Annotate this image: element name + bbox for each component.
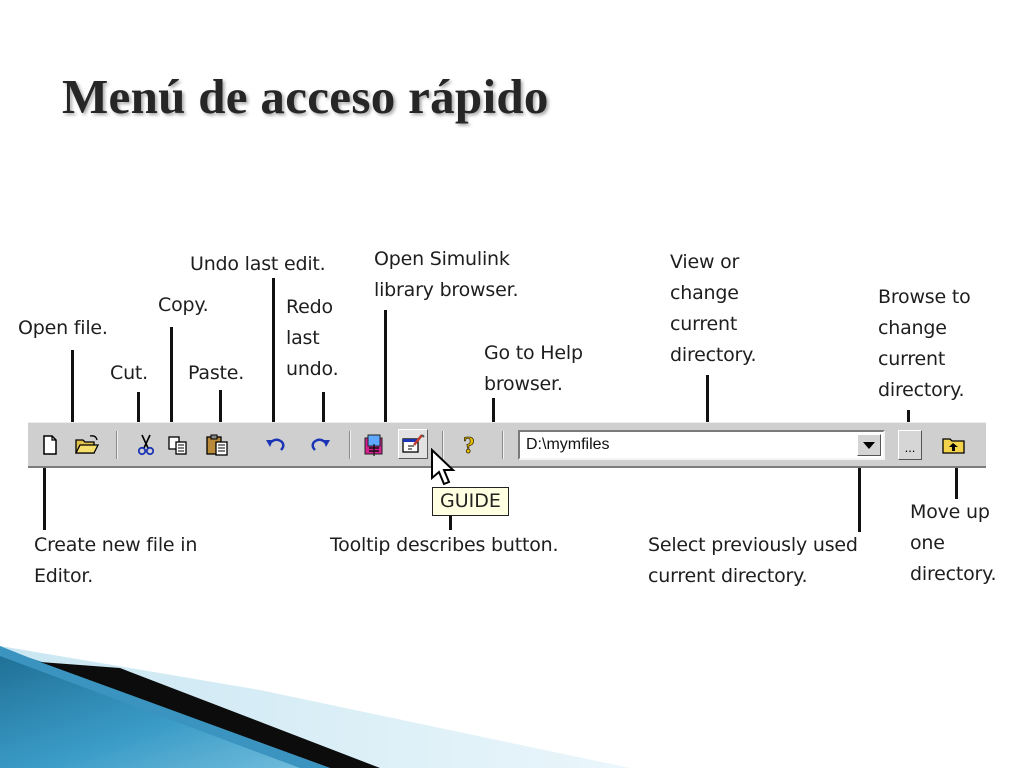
directory-dropdown-button[interactable] [857, 434, 881, 456]
guide-tooltip: GUIDE [432, 487, 509, 516]
matlab-toolbar: ? D:\mymfiles ... [28, 422, 986, 468]
mouse-pointer-icon [431, 448, 456, 486]
leader-open-file [67, 350, 77, 440]
annotation-simulink: Open Simulink library browser. [374, 248, 519, 301]
leader-select-previous [854, 456, 864, 532]
scissors-icon [137, 434, 155, 456]
new-file-button[interactable] [36, 431, 64, 459]
annotation-move-up: Move up one directory. [910, 501, 997, 585]
leader-undo [268, 278, 278, 440]
toolbar-separator [442, 431, 444, 459]
help-button[interactable]: ? [456, 431, 484, 459]
up-directory-button[interactable] [940, 431, 968, 459]
toolbar-separator [349, 431, 351, 459]
current-directory-value[interactable]: D:\mymfiles [526, 436, 610, 453]
current-directory-combobox[interactable]: D:\mymfiles [518, 430, 885, 460]
toolbar-separator [116, 431, 118, 459]
toolbar-separator [502, 431, 504, 459]
copy-button[interactable] [164, 431, 192, 459]
redo-button[interactable] [306, 431, 334, 459]
leader-copy [166, 327, 176, 440]
undo-button[interactable] [262, 431, 290, 459]
annotation-undo: Undo last edit. [190, 253, 326, 275]
slide-title: Menú de acceso rápido [62, 69, 549, 124]
leader-simulink [380, 310, 390, 440]
new-file-icon [43, 435, 57, 455]
copy-icon [168, 436, 187, 455]
leader-new-file [39, 456, 49, 530]
annotation-help: Go to Help browser. [484, 342, 583, 395]
open-file-button[interactable] [73, 431, 101, 459]
open-folder-icon [74, 435, 100, 454]
annotation-view-directory: View or change current directory. [670, 251, 757, 366]
simulink-button[interactable] [360, 431, 388, 459]
annotation-copy: Copy. [158, 294, 209, 316]
paste-button[interactable] [204, 431, 232, 459]
annotation-browse-directory: Browse to change current directory. [878, 286, 971, 401]
guide-icon [402, 434, 425, 453]
help-question-icon: ? [463, 433, 476, 458]
redo-icon [311, 438, 330, 451]
undo-icon [266, 438, 285, 451]
simulink-icon [364, 434, 383, 456]
annotation-select-previous: Select previously used current directory… [648, 534, 858, 587]
annotation-redo: Redo last undo. [286, 296, 339, 380]
cut-button[interactable] [132, 431, 160, 459]
svg-text:?: ? [463, 433, 475, 458]
folder-up-icon [942, 438, 965, 454]
browse-directory-button[interactable]: ... [898, 430, 922, 460]
annotation-tooltip: Tooltip describes button. [330, 534, 559, 556]
annotation-cut: Cut. [110, 362, 148, 384]
guide-button[interactable] [398, 429, 428, 459]
annotation-new-file: Create new file in Editor. [34, 534, 198, 587]
leader-view-directory [706, 375, 709, 443]
annotation-paste: Paste. [188, 362, 245, 384]
clipboard-icon [206, 434, 228, 456]
annotation-open-file: Open file. [18, 317, 108, 339]
chevron-down-icon [863, 441, 875, 449]
